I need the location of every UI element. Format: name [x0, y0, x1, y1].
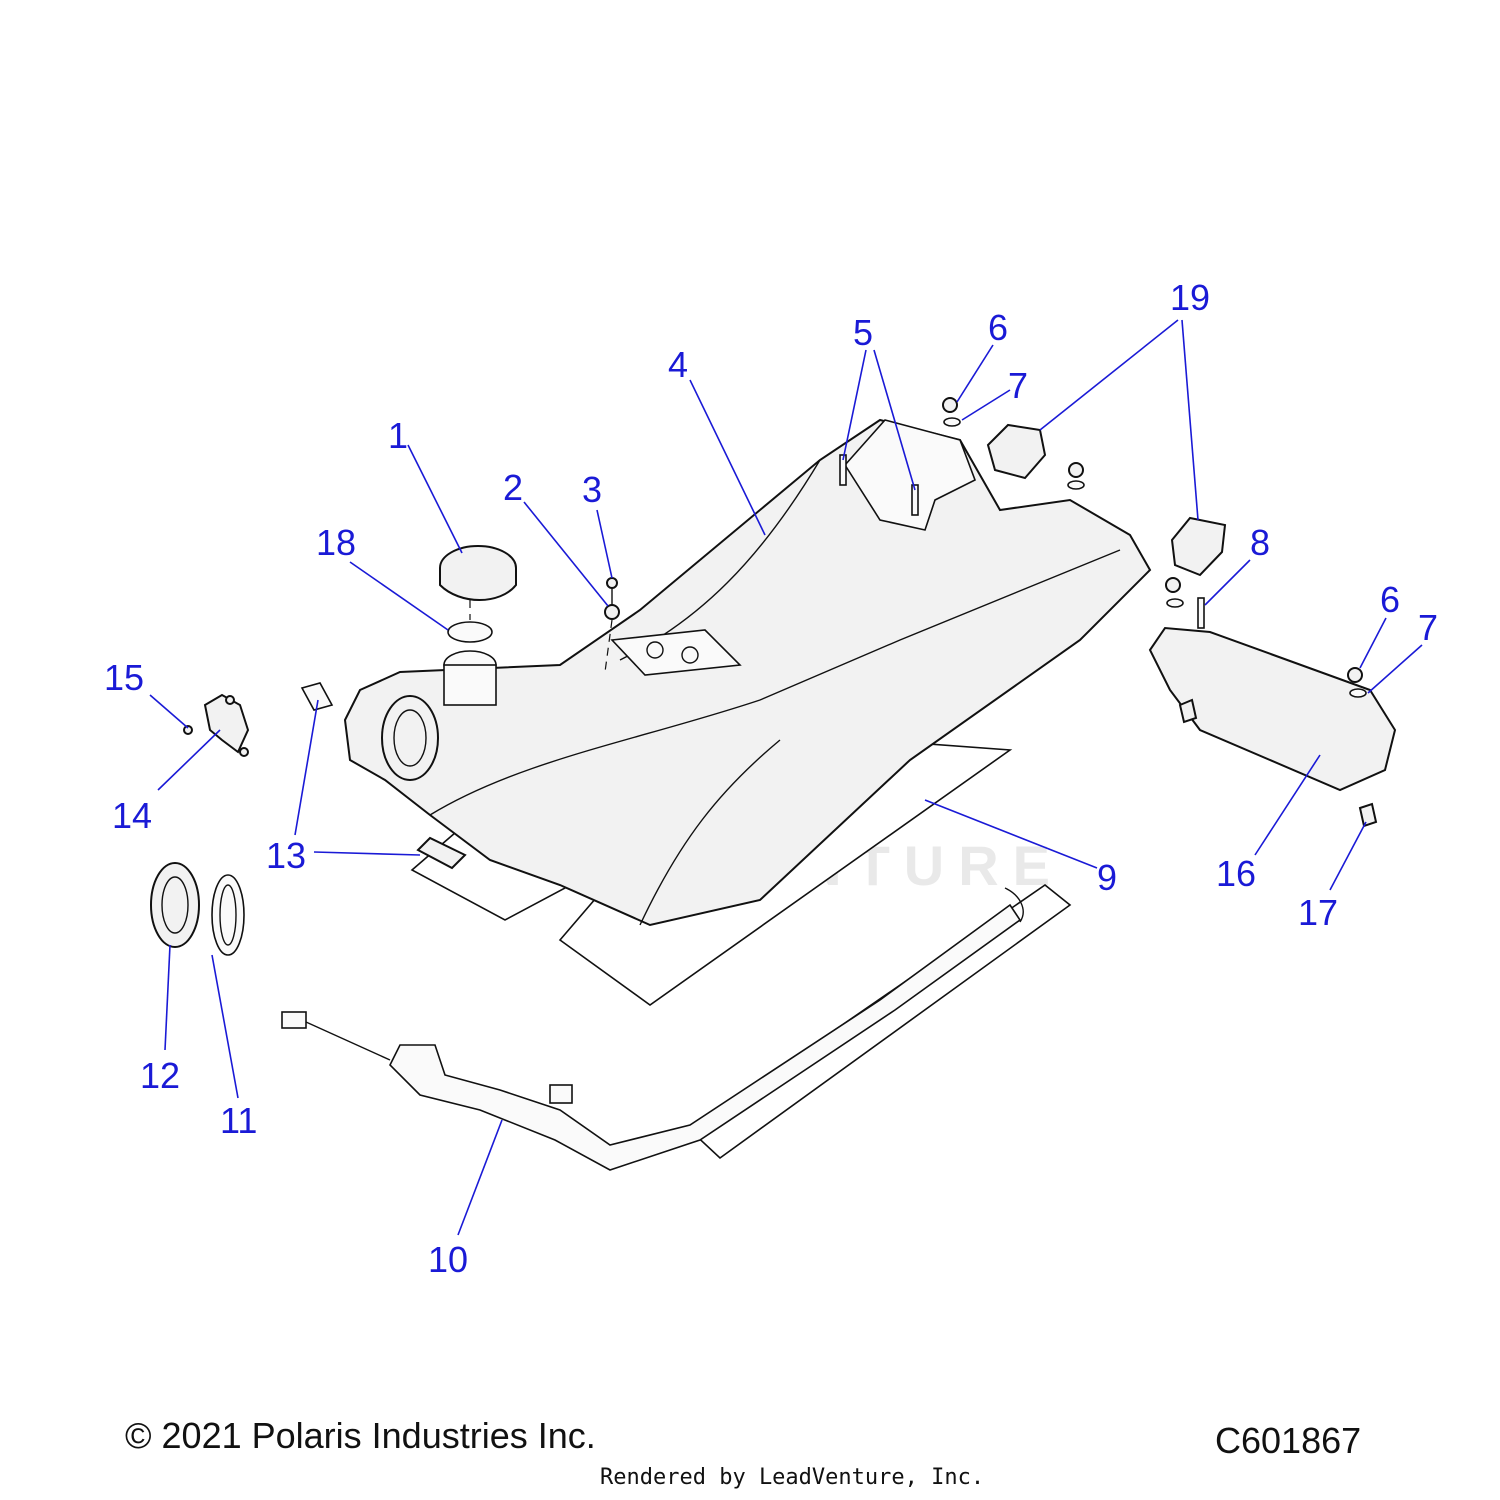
callout-17[interactable]: 17	[1298, 892, 1338, 933]
callout-5[interactable]: 5	[853, 312, 873, 353]
rubber-pad[interactable]	[1170, 516, 1227, 577]
nut[interactable]	[1347, 667, 1363, 683]
callout-10[interactable]: 10	[428, 1239, 468, 1280]
callout-7-top[interactable]: 7	[1008, 365, 1028, 406]
callout-6-right[interactable]: 6	[1380, 579, 1400, 620]
tank-decal	[610, 629, 742, 676]
stud[interactable]	[839, 454, 847, 486]
callout-9[interactable]: 9	[1097, 857, 1117, 898]
callout-7-right[interactable]: 7	[1418, 607, 1438, 648]
grommet[interactable]	[604, 604, 620, 620]
bolt[interactable]	[225, 695, 235, 705]
bolt[interactable]	[239, 747, 249, 757]
stud[interactable]	[1197, 597, 1205, 629]
o-ring[interactable]	[447, 621, 493, 643]
callout-14[interactable]: 14	[112, 795, 152, 836]
rubber-pad[interactable]	[986, 423, 1047, 480]
lock-ring[interactable]	[150, 862, 200, 948]
connector[interactable]	[281, 1011, 307, 1029]
callout-1[interactable]: 1	[388, 415, 408, 456]
callout-12[interactable]: 12	[140, 1055, 180, 1096]
warning-label[interactable]	[300, 682, 334, 711]
washer[interactable]	[1349, 688, 1367, 698]
small-bracket[interactable]	[203, 693, 250, 754]
washer[interactable]	[943, 417, 961, 427]
screw[interactable]	[606, 577, 618, 589]
callout-11[interactable]: 11	[220, 1100, 257, 1141]
connector[interactable]	[549, 1084, 573, 1104]
fuel-pump-assembly[interactable]	[389, 903, 1022, 1171]
bolt[interactable]	[183, 725, 193, 735]
washer[interactable]	[1067, 480, 1085, 490]
callout-2[interactable]: 2	[503, 467, 523, 508]
push-clip[interactable]	[1358, 802, 1378, 828]
callout-13[interactable]: 13	[266, 835, 306, 876]
nut[interactable]	[1068, 462, 1084, 478]
warning-label[interactable]	[416, 836, 467, 870]
callout-18[interactable]: 18	[316, 522, 356, 563]
pump-opening	[381, 695, 439, 781]
nut[interactable]	[942, 397, 958, 413]
nut[interactable]	[1165, 577, 1181, 593]
callout-8[interactable]: 8	[1250, 522, 1270, 563]
stud[interactable]	[911, 484, 919, 516]
callout-19[interactable]: 19	[1170, 277, 1210, 318]
rendered-by-text: Rendered by LeadVenture, Inc.	[600, 1465, 985, 1490]
callout-3[interactable]: 3	[582, 469, 602, 510]
diagram-code: C601867	[1215, 1420, 1362, 1461]
fuel-tank[interactable]	[343, 418, 1152, 927]
callout-6-top[interactable]: 6	[988, 307, 1008, 348]
callout-16[interactable]: 16	[1216, 853, 1256, 894]
callout-15[interactable]: 15	[104, 657, 144, 698]
push-clip[interactable]	[1178, 698, 1198, 724]
washer[interactable]	[1166, 598, 1184, 608]
pump-gasket[interactable]	[211, 874, 245, 956]
callout-4[interactable]: 4	[668, 344, 688, 385]
copyright-text: © 2021 Polaris Industries Inc.	[125, 1415, 596, 1456]
